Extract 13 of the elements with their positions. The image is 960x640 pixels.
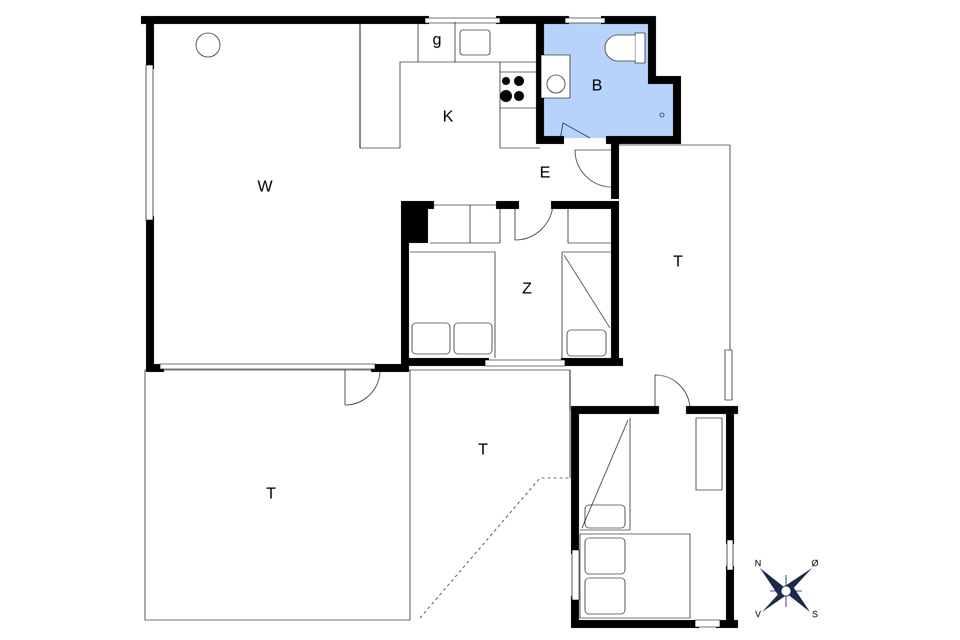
compass-letter: V: [755, 610, 761, 618]
room-label: B: [593, 80, 602, 90]
room-label: g: [433, 36, 440, 48]
room-label: T: [478, 444, 488, 454]
compass-letter: S: [812, 610, 818, 618]
room-label: W: [258, 180, 272, 192]
room-label: Z: [522, 282, 532, 294]
room-label: K: [444, 110, 454, 122]
compass-letter: Ø: [812, 560, 818, 566]
room-label: T: [266, 488, 276, 498]
room-label: T: [673, 256, 683, 266]
compass-letter: N: [756, 560, 761, 566]
room-label: E: [541, 166, 550, 178]
